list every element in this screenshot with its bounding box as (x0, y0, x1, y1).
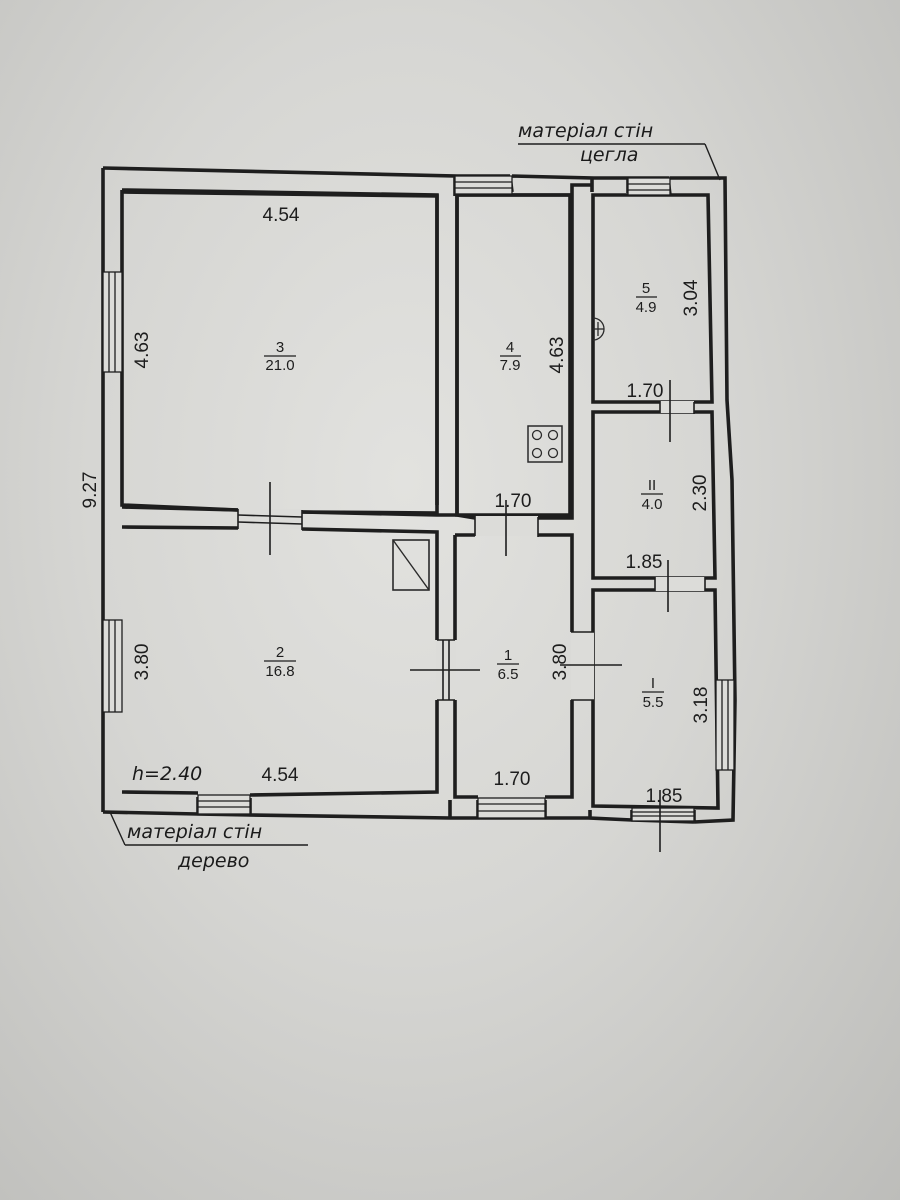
window-left-top (102, 271, 123, 373)
room-2-area: 16.8 (265, 663, 294, 680)
room2-box (121, 525, 439, 797)
window-bottom-room1 (477, 797, 546, 819)
dim-room2-height: 3.80 (132, 644, 153, 681)
window-right-roomI (715, 679, 735, 771)
dim-roomI-height: 3.18 (691, 687, 712, 724)
dim-room5-height: 3.04 (681, 279, 702, 316)
room-4-id: 4 (506, 339, 514, 356)
door-room4-room1 (474, 500, 539, 556)
dim-room3-height: 4.63 (132, 332, 153, 369)
window-top-room5 (627, 177, 671, 196)
window-bottom-room2 (197, 794, 251, 815)
room-II-label: II 4.0 (641, 477, 663, 513)
room-3-area: 21.0 (265, 357, 294, 374)
room-5-label: 5 4.9 (636, 280, 657, 316)
dim-room5-width: 1.70 (627, 381, 664, 402)
room-5-id: 5 (642, 280, 650, 297)
dim-roomI-width: 1.85 (646, 786, 683, 807)
room-labels: 3 21.0 4 7.9 5 4.9 II 4.0 2 16.8 1 6.5 (264, 280, 664, 711)
room-II-area: 4.0 (642, 496, 663, 513)
room4-box (455, 193, 572, 517)
wall-material-top-note: матеріал стін цегла (518, 120, 721, 181)
room-I-id: I (651, 675, 655, 692)
inner-wall-outline (120, 183, 592, 520)
dim-room1-height: 3.80 (550, 644, 571, 681)
wall-material-bottom-value: дерево (177, 850, 249, 872)
room-3-id: 3 (276, 339, 284, 356)
room-I-label: I 5.5 (642, 675, 664, 711)
wall-material-bottom-label: матеріал стін (127, 821, 262, 843)
gas-meter-icon (592, 317, 605, 341)
doors (237, 380, 706, 852)
window-top-room4 (454, 175, 513, 195)
door-room5-roomII (659, 380, 695, 442)
overall-dimension: 9.27 (80, 472, 101, 509)
room-4-label: 4 7.9 (500, 339, 521, 374)
dim-room4-width: 1.70 (495, 491, 532, 512)
window-left-bottom (102, 619, 123, 713)
room-1-id: 1 (504, 647, 512, 664)
room-I-area: 5.5 (643, 694, 664, 711)
dim-room3-width: 4.54 (263, 205, 300, 226)
room-2-label: 2 16.8 (264, 644, 296, 680)
room3-box (121, 190, 439, 515)
door-room1-roomI (560, 631, 622, 701)
window-bottom-roomI (631, 807, 695, 822)
fixtures (392, 317, 605, 591)
ceiling-height: h=2.40 (132, 763, 202, 785)
dim-room4-height: 4.63 (547, 337, 568, 374)
room-3-label: 3 21.0 (264, 339, 296, 374)
dim-roomII-height: 2.30 (690, 475, 711, 512)
wall-material-top-label: матеріал стін (518, 120, 653, 142)
windows (102, 175, 735, 822)
dimension-labels: 4.54 4.63 4.63 3.04 1.70 1.70 2.30 1.85 … (132, 205, 712, 807)
room-II-id: II (648, 477, 656, 494)
stove-icon (527, 425, 563, 463)
room-1-label: 1 6.5 (497, 647, 519, 683)
stove-heater-icon (392, 539, 430, 591)
wall-material-bottom-note: матеріал стін дерево (109, 811, 308, 872)
door-roomII-roomI (654, 560, 706, 612)
dim-roomII-width: 1.85 (626, 552, 663, 573)
door-room2-room1 (410, 639, 480, 701)
dim-room2-width: 4.54 (262, 765, 299, 786)
wall-material-top-value: цегла (580, 144, 638, 166)
room-4-area: 7.9 (500, 357, 521, 374)
outer-wall-outline (102, 166, 737, 824)
room1-box (453, 533, 574, 799)
door-room3-room2 (237, 482, 303, 555)
room-1-area: 6.5 (498, 666, 519, 683)
walls (101, 166, 737, 824)
room-2-id: 2 (276, 644, 284, 661)
dim-room1-width: 1.70 (494, 769, 531, 790)
room-5-area: 4.9 (636, 299, 657, 316)
